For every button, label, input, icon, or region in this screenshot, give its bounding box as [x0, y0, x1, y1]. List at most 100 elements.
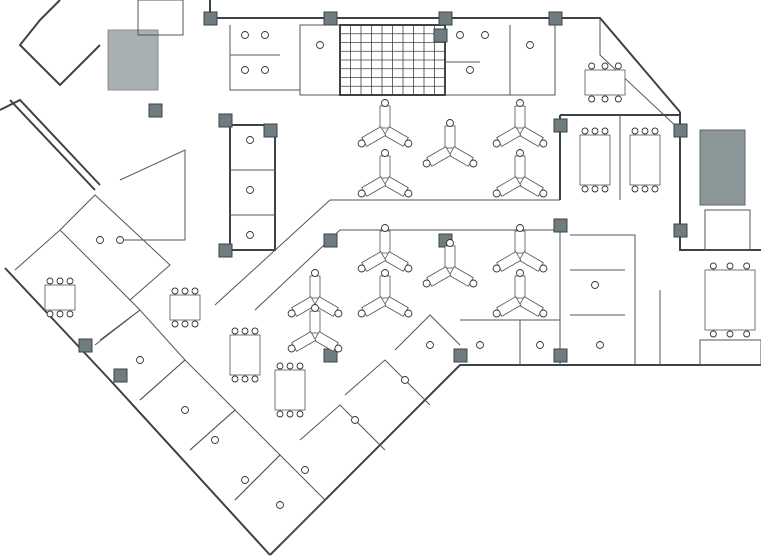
chair: [211, 436, 219, 444]
desk: [379, 105, 391, 129]
chair: [404, 189, 413, 198]
desk: [514, 105, 526, 129]
desk: [379, 155, 391, 179]
chair: [631, 185, 639, 193]
chair: [181, 406, 189, 414]
column: [553, 348, 568, 363]
chair: [709, 330, 717, 338]
chair: [591, 281, 599, 289]
chair: [539, 189, 548, 198]
workstation-cluster: [361, 275, 409, 317]
chair: [516, 224, 524, 232]
chair: [492, 189, 501, 198]
chair: [743, 262, 751, 270]
chair: [241, 476, 249, 484]
chair: [631, 127, 639, 135]
table: [169, 294, 201, 321]
chair: [251, 375, 259, 383]
column: [548, 11, 563, 26]
chair: [96, 236, 104, 244]
chair: [241, 375, 249, 383]
chair: [726, 262, 734, 270]
chair: [422, 279, 431, 288]
chair: [381, 269, 389, 277]
chair: [614, 95, 622, 103]
table: [704, 269, 756, 331]
chair: [743, 330, 751, 338]
chair: [456, 31, 464, 39]
workstation-cluster: [361, 155, 409, 197]
desk: [444, 245, 456, 269]
chair: [357, 309, 366, 318]
chair: [66, 277, 74, 285]
column: [203, 11, 218, 26]
chair: [334, 309, 343, 318]
column: [218, 243, 233, 258]
workstation-cluster: [291, 310, 339, 352]
workstation-cluster: [361, 230, 409, 272]
chair: [231, 327, 239, 335]
column: [263, 123, 278, 138]
workstation-cluster: [426, 125, 474, 167]
column: [673, 223, 688, 238]
chair: [181, 287, 189, 295]
column: [673, 123, 688, 138]
desk: [309, 275, 321, 299]
chair: [641, 185, 649, 193]
chair: [241, 327, 249, 335]
chair: [46, 310, 54, 318]
chair: [591, 185, 599, 193]
chair: [614, 62, 622, 70]
table: [44, 284, 76, 311]
chair: [601, 185, 609, 193]
chair: [241, 31, 249, 39]
chair: [296, 410, 304, 418]
chair: [709, 262, 717, 270]
chair: [276, 410, 284, 418]
chair: [401, 376, 409, 384]
structural-columns: [78, 11, 688, 383]
chair: [171, 287, 179, 295]
workstation-cluster: [496, 105, 544, 147]
chair: [481, 31, 489, 39]
chair: [246, 186, 254, 194]
chair: [651, 127, 659, 135]
desk: [514, 275, 526, 299]
chair: [261, 66, 269, 74]
chair: [539, 139, 548, 148]
chair: [404, 309, 413, 318]
chair: [492, 264, 501, 273]
chair: [381, 224, 389, 232]
workstation-cluster: [496, 230, 544, 272]
chair: [539, 264, 548, 273]
chair: [469, 159, 478, 168]
chair: [311, 269, 319, 277]
chair: [601, 62, 609, 70]
chair: [301, 466, 309, 474]
chair: [446, 119, 454, 127]
chair: [316, 41, 324, 49]
chair: [261, 31, 269, 39]
column: [323, 11, 338, 26]
chair: [296, 362, 304, 370]
desk: [309, 310, 321, 334]
chair: [246, 136, 254, 144]
workstation-cluster: [496, 275, 544, 317]
workstation-cluster: [361, 105, 409, 147]
chair: [476, 341, 484, 349]
workstation-cluster: [426, 245, 474, 287]
chair: [446, 239, 454, 247]
chair: [334, 344, 343, 353]
chair: [492, 139, 501, 148]
chair: [581, 127, 589, 135]
table: [629, 134, 661, 186]
chair: [357, 189, 366, 198]
chair: [651, 185, 659, 193]
chair: [56, 277, 64, 285]
chair: [66, 310, 74, 318]
chair: [136, 356, 144, 364]
workstation-cluster: [496, 155, 544, 197]
column: [553, 118, 568, 133]
desk: [379, 275, 391, 299]
chair: [381, 99, 389, 107]
